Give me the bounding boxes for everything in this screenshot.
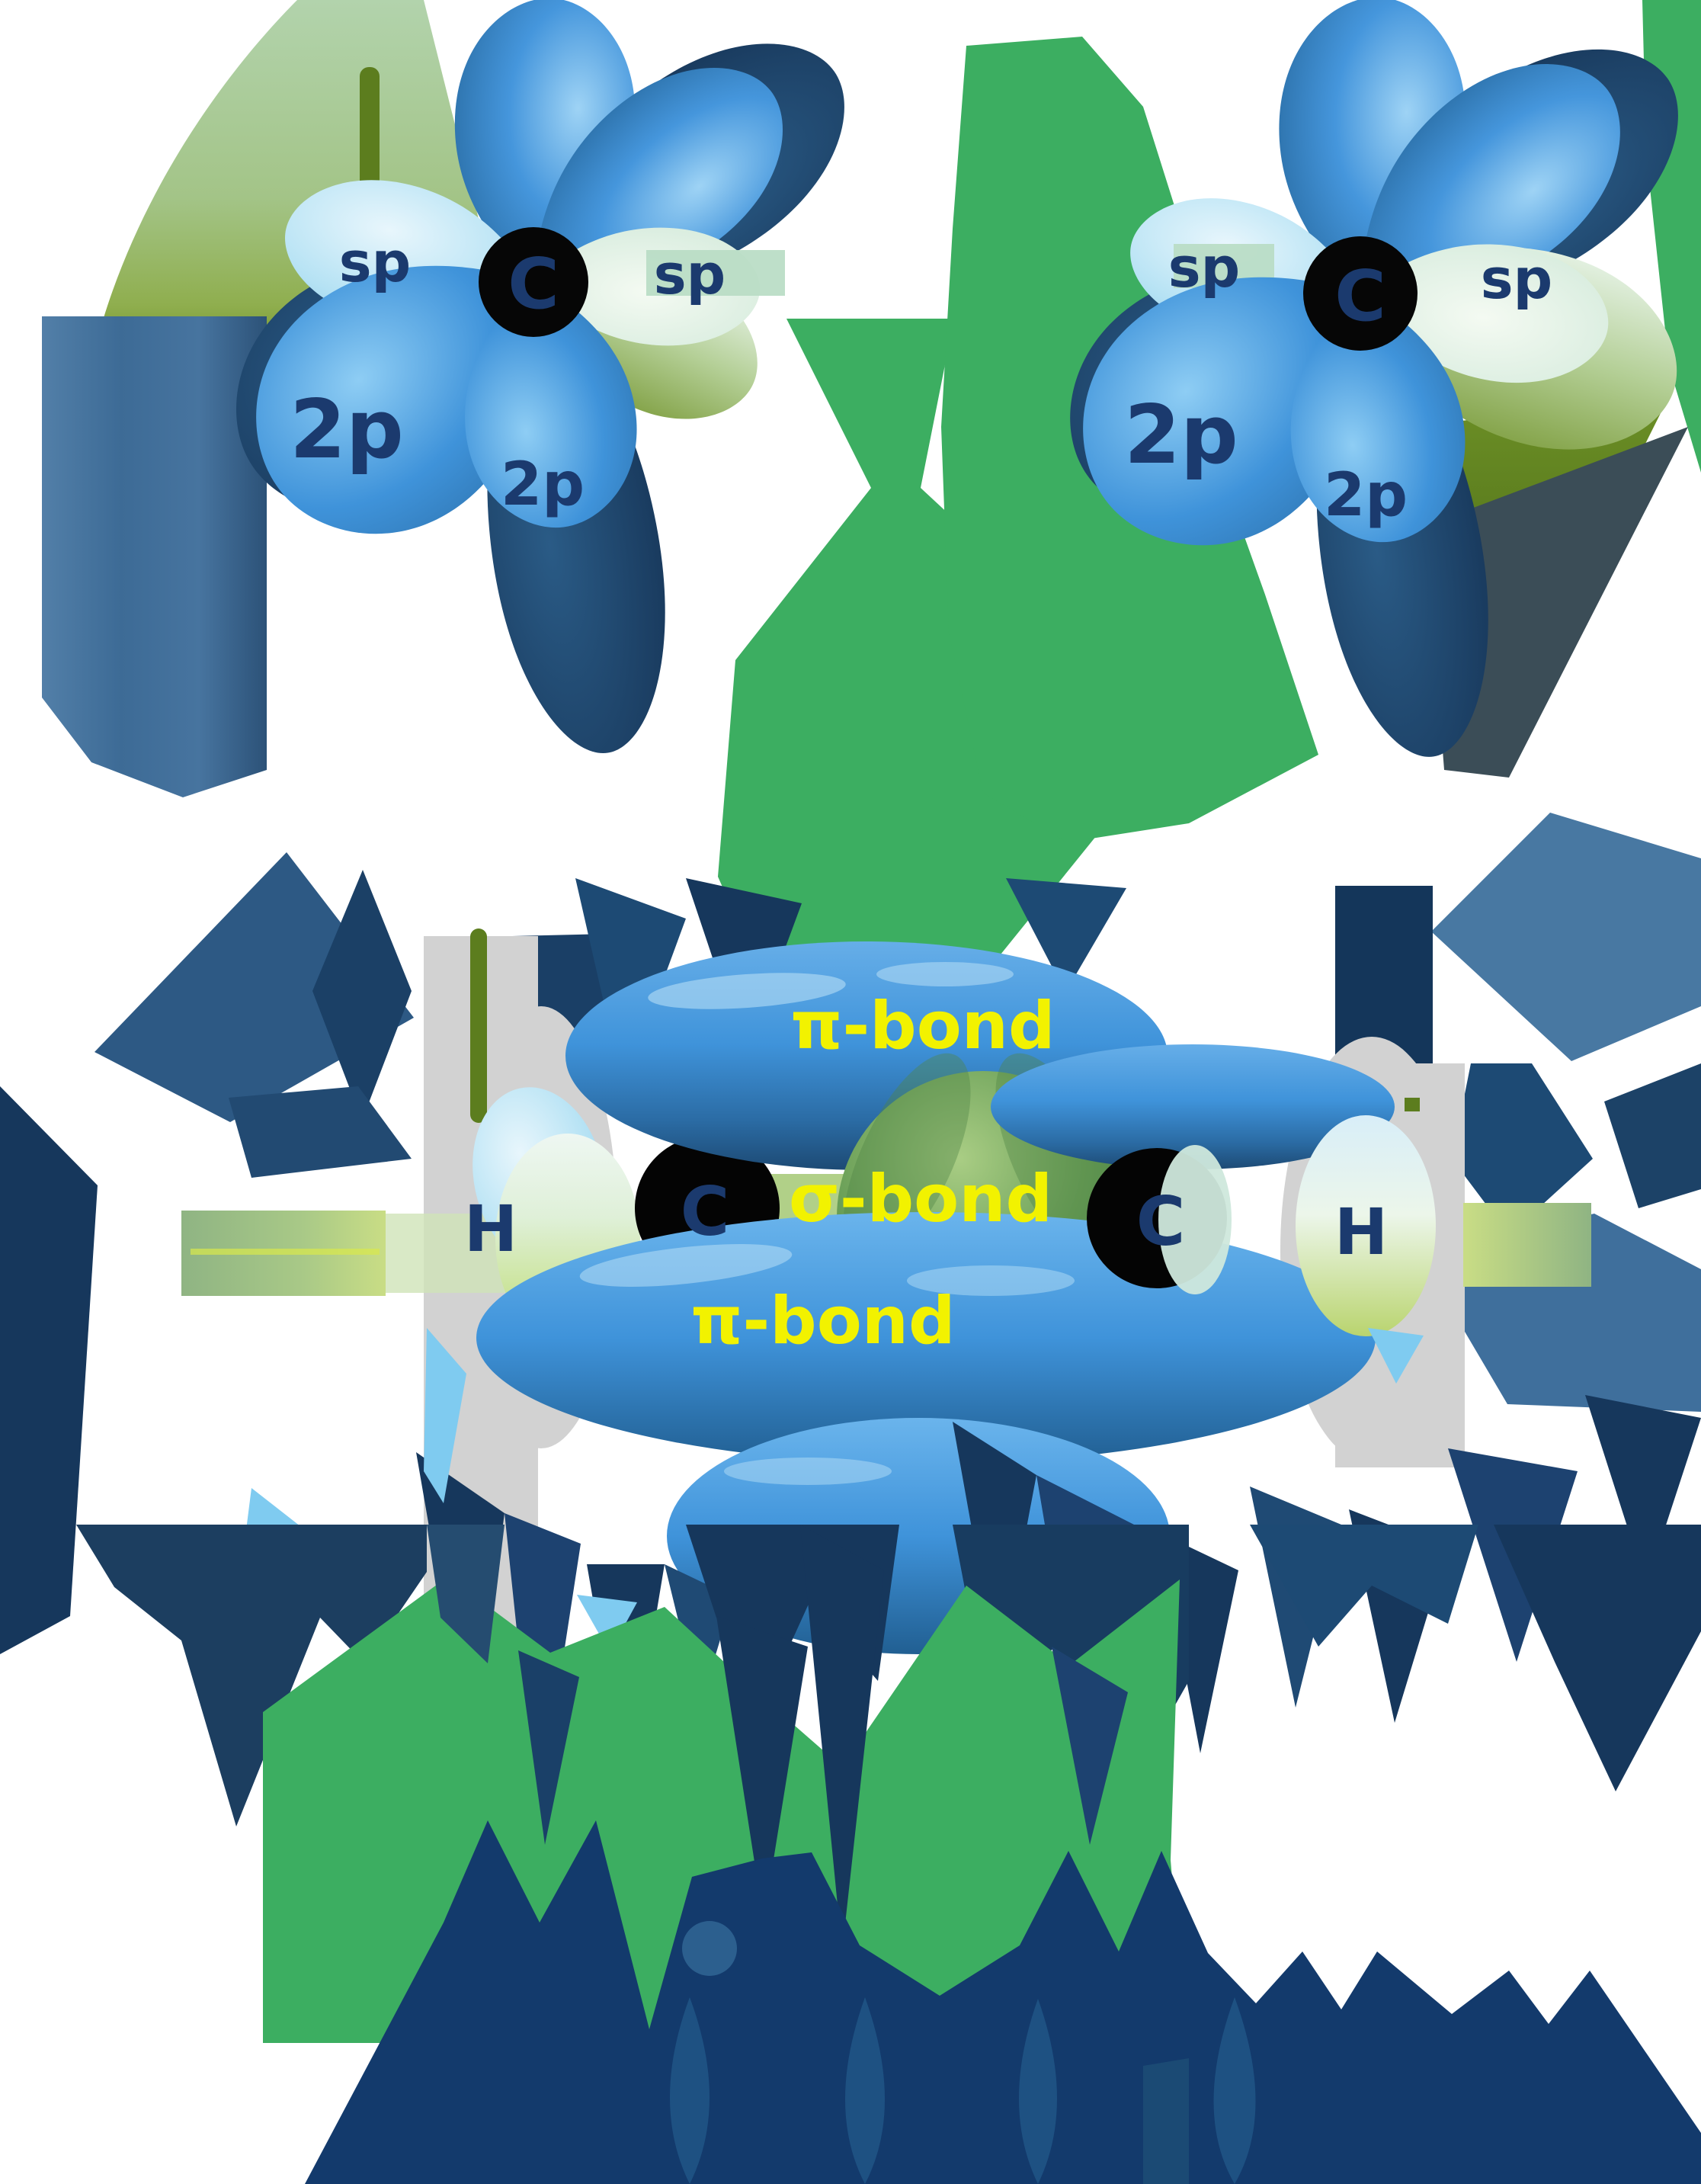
navy-hang-spike: [575, 878, 686, 1089]
navy-stalactite: [1250, 1525, 1478, 1647]
pi-bond-label-top: π-bond: [790, 988, 1055, 1064]
navy-front-spike: [518, 1650, 579, 1845]
sp-label-right: sp: [1481, 247, 1552, 311]
pi-bond-label-bottom: π-bond: [690, 1283, 955, 1359]
letters-lens-cutout: [1213, 1997, 1256, 2184]
carbon-orbital-diagram-left: C sp sp 2p 2p: [187, 0, 888, 766]
steel-slab-left: [42, 316, 267, 797]
background-artifacts-bottom: [76, 1525, 1701, 2184]
pi-lobe-highlight: [724, 1458, 892, 1485]
sp-label-left: sp: [339, 230, 411, 294]
cyan-patch: [1368, 1328, 1424, 1384]
olive-stripe-molecule: [470, 928, 487, 1123]
navy-stalactite: [1494, 1525, 1701, 1791]
p2-label-small: 2p: [501, 451, 585, 519]
navy-step-left: [229, 1086, 412, 1178]
sp-band-stripe: [191, 1249, 380, 1255]
letters-artifact-mass: [305, 1820, 1701, 2184]
navy-stalactite: [76, 1525, 427, 1826]
hydrogen-label-left: H: [464, 1191, 517, 1266]
carbon-label-left: C: [681, 1172, 730, 1251]
navy-edge-right: [1604, 1063, 1701, 1208]
sigma-bond-label: σ-bond: [789, 1161, 1052, 1237]
pi-lobe-highlight: [648, 973, 846, 1009]
olive-square-right: [1405, 1098, 1420, 1111]
carbon-label-diagram-right: C: [1334, 255, 1386, 337]
sp-label-right: sp: [654, 242, 726, 306]
sp-band-right: [1463, 1203, 1591, 1287]
pi-lobe-highlight: [876, 962, 1014, 986]
carbon-label-right: C: [1136, 1182, 1186, 1261]
navy-chunk-right: [1452, 1063, 1593, 1235]
cyan-patch: [577, 1595, 637, 1653]
p2-label-large: 2p: [290, 383, 404, 476]
letters-lens-cutout: [845, 1997, 885, 2184]
pi-lobe-highlight: [907, 1265, 1075, 1296]
hydrogen-orbital-right: [1296, 1115, 1436, 1336]
navy-hang-spike: [1006, 878, 1126, 993]
pi-bond-lobe-mid-right: [991, 1044, 1395, 1169]
green-funnel-center: [718, 319, 1119, 1114]
carbon-label-diagram-left: C: [508, 243, 559, 325]
navy-corner-wedge-left: [0, 1086, 98, 1654]
carbon-orbital-diagram-right: C sp sp 2p 2p: [1022, 0, 1701, 769]
p2-label-large: 2p: [1124, 388, 1238, 482]
hydrogen-label-right: H: [1334, 1195, 1388, 1269]
sp-lens-on-carbon-right: [1158, 1145, 1232, 1294]
steel-diamond-right: [1431, 813, 1701, 1061]
sp-label-left: sp: [1168, 236, 1240, 300]
carbon-nucleus-left-diagram: [479, 227, 588, 337]
navy-front-spike: [427, 1525, 505, 1663]
letters-lens-cutout: [1019, 1999, 1057, 2184]
cyan-patch: [424, 1328, 466, 1503]
navy-spike: [1585, 1395, 1701, 1586]
steel-diamond-left: [94, 852, 414, 1122]
navy-front-spike: [716, 1616, 808, 1921]
sigma-sphere-wedge: [843, 1053, 971, 1265]
pi-lobe-highlight: [579, 1244, 793, 1287]
acetylene-molecule: H C C H π-bond σ-bond π-bond: [181, 928, 1591, 1656]
navy-diamond-left: [312, 870, 412, 1121]
carbon-nucleus-right-diagram: [1303, 236, 1418, 351]
letters-circle-cutout: [682, 1921, 737, 1976]
navy-front-spike: [800, 1525, 884, 1951]
p2-label-small: 2p: [1324, 461, 1408, 530]
letters-lens-cutout: [670, 1997, 710, 2184]
letters-bar-shade: [1143, 2058, 1189, 2184]
slate-triangle-right: [1425, 427, 1688, 778]
navy-front-spike: [1052, 1647, 1128, 1845]
sp-label-backdrop: [646, 250, 785, 296]
